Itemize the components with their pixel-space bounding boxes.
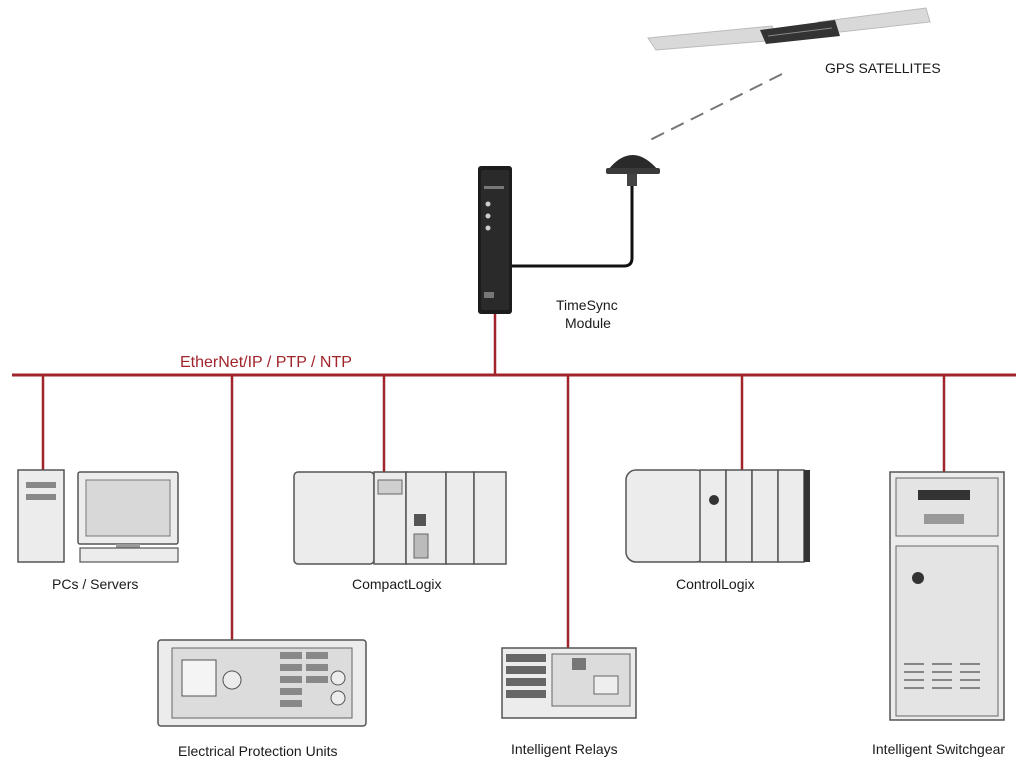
label-timesync-line2: Module bbox=[565, 315, 611, 331]
gps-antenna-icon bbox=[606, 155, 660, 186]
compactlogix-icon bbox=[293, 471, 507, 565]
label-pcs-servers: PCs / Servers bbox=[52, 576, 139, 592]
timesync-module-icon bbox=[478, 166, 512, 314]
label-controllogix: ControlLogix bbox=[676, 576, 755, 592]
label-gps-satellites: GPS SATELLITES bbox=[825, 60, 941, 76]
label-timesync-line1: TimeSync bbox=[556, 297, 618, 313]
controllogix-icon bbox=[625, 469, 810, 563]
gps-satellite-icon bbox=[647, 7, 931, 51]
label-network: EtherNet/IP / PTP / NTP bbox=[180, 354, 352, 371]
switchgear-icon bbox=[889, 471, 1005, 721]
label-intelligent-switchgear: Intelligent Switchgear bbox=[872, 741, 1006, 757]
protection-unit-icon bbox=[157, 639, 367, 727]
network-drops bbox=[41, 375, 946, 648]
label-protection-units: Electrical Protection Units bbox=[178, 743, 338, 759]
gps-signal-line bbox=[649, 73, 783, 141]
intelligent-relay-icon bbox=[501, 647, 637, 719]
label-intelligent-relays: Intelligent Relays bbox=[511, 741, 618, 757]
pc-server-icon bbox=[17, 469, 179, 563]
label-compactlogix: CompactLogix bbox=[352, 576, 442, 592]
antenna-cable bbox=[510, 186, 634, 268]
